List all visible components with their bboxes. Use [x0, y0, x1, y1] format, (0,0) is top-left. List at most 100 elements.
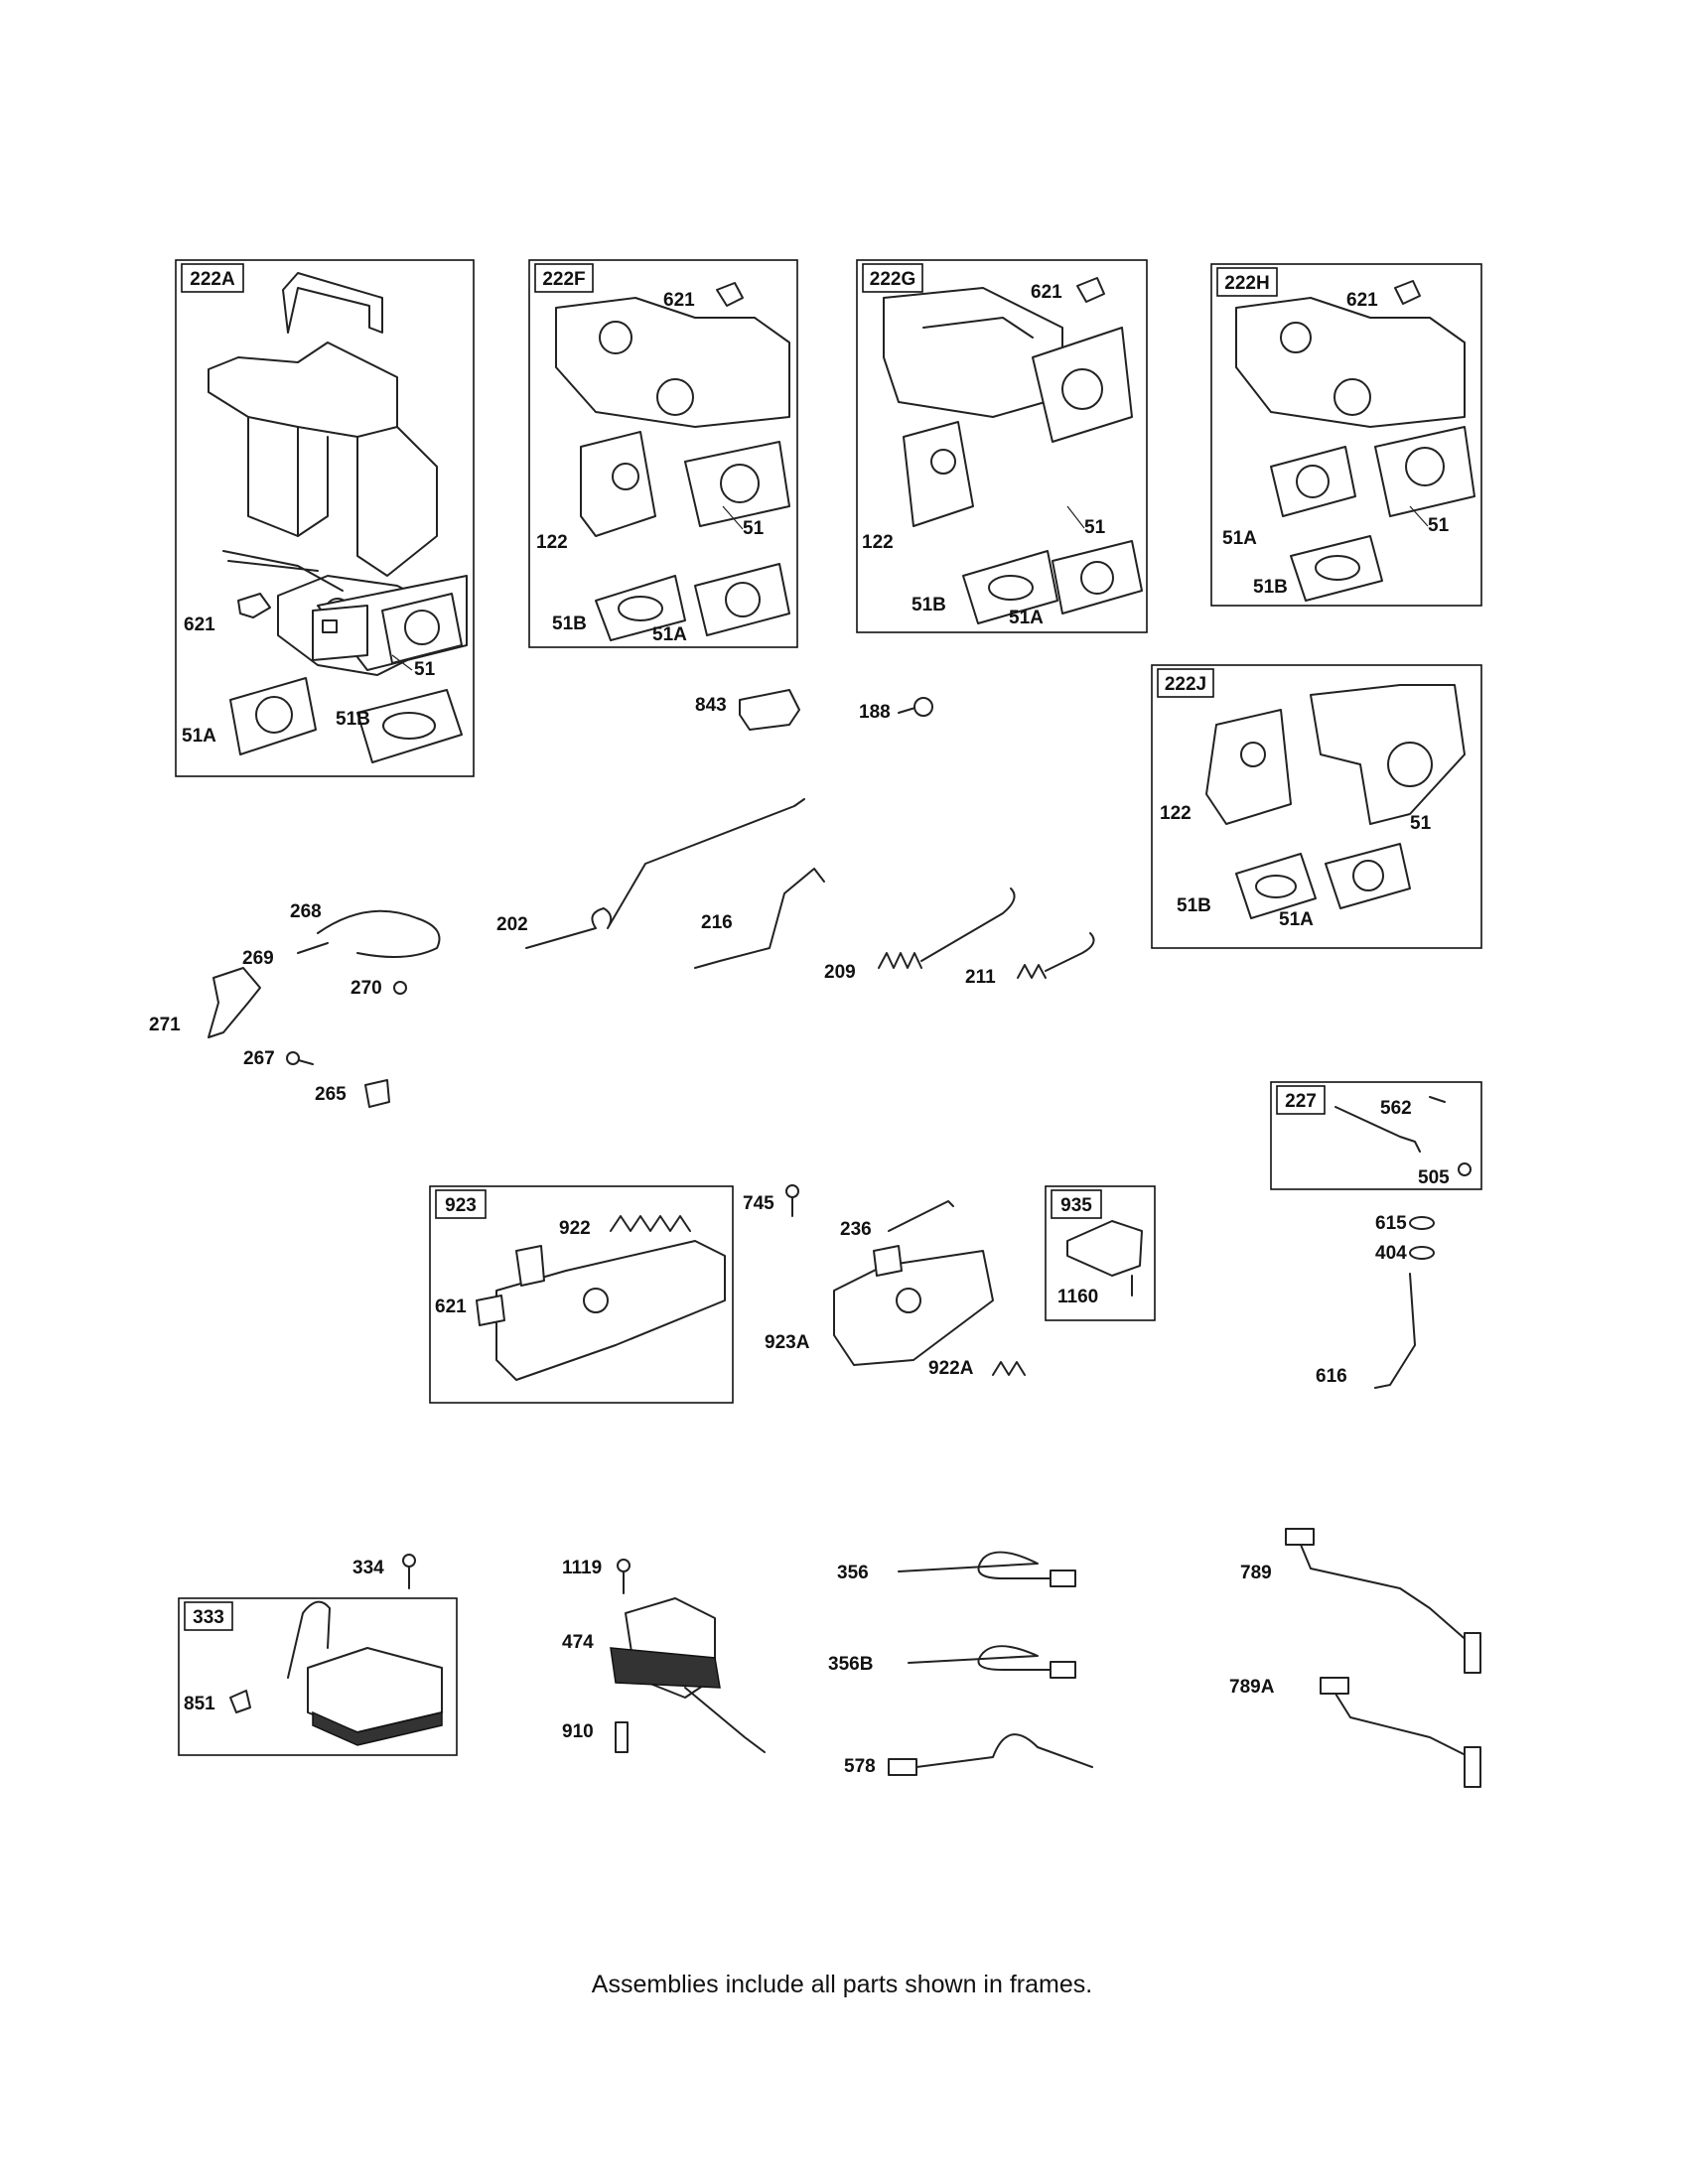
svg-text:51B: 51B: [552, 614, 587, 634]
svg-text:122: 122: [1160, 803, 1192, 824]
svg-text:268: 268: [290, 901, 322, 922]
svg-text:615: 615: [1375, 1213, 1407, 1234]
svg-text:562: 562: [1380, 1098, 1412, 1119]
svg-text:122: 122: [862, 532, 894, 553]
svg-text:474: 474: [562, 1632, 594, 1653]
svg-text:923A: 923A: [765, 1332, 810, 1353]
label-621: 621: [184, 614, 215, 635]
svg-text:578: 578: [844, 1756, 876, 1777]
footer-note: Assemblies include all parts shown in fr…: [591, 1971, 1093, 1998]
svg-text:51B: 51B: [1177, 895, 1211, 916]
part-843: 843: [695, 689, 800, 731]
frame-227: 227 562 505: [1270, 1081, 1482, 1190]
svg-text:222A: 222A: [190, 269, 235, 290]
svg-text:122: 122: [536, 532, 568, 553]
part-615: 615: [1375, 1213, 1435, 1234]
part-923A: 923A: [765, 1245, 994, 1366]
svg-text:51B: 51B: [1253, 577, 1288, 598]
svg-text:222F: 222F: [542, 269, 585, 290]
part-621-clip: [237, 593, 271, 618]
svg-text:211: 211: [965, 967, 996, 988]
screw-745: 745: [743, 1184, 799, 1217]
svg-text:789A: 789A: [1229, 1677, 1275, 1698]
svg-text:333: 333: [193, 1607, 224, 1628]
svg-text:922: 922: [559, 1218, 591, 1239]
svg-text:789: 789: [1240, 1563, 1272, 1583]
svg-text:621: 621: [663, 290, 695, 311]
svg-text:51: 51: [1084, 517, 1106, 538]
svg-text:616: 616: [1316, 1366, 1347, 1387]
svg-text:202: 202: [496, 914, 528, 935]
harness-789A: 789A: [1229, 1677, 1481, 1788]
svg-text:222H: 222H: [1224, 273, 1269, 294]
frame-222G: 222G 621 122 51 51B 51A: [856, 259, 1148, 633]
svg-text:51B: 51B: [912, 595, 946, 615]
svg-text:935: 935: [1060, 1195, 1092, 1216]
svg-text:51A: 51A: [1009, 608, 1044, 628]
svg-text:745: 745: [743, 1193, 774, 1214]
svg-text:209: 209: [824, 962, 856, 983]
svg-text:236: 236: [840, 1219, 872, 1240]
screw-1119: 1119: [562, 1558, 631, 1594]
screw-334: 334: [352, 1554, 416, 1589]
svg-text:227: 227: [1285, 1091, 1317, 1112]
svg-text:216: 216: [701, 912, 733, 933]
part-236: 236: [840, 1200, 954, 1240]
wire-356: 356: [837, 1551, 1076, 1587]
rod-202: 202: [496, 798, 805, 949]
lever-271: 271: [149, 967, 261, 1038]
rod-216: 216: [694, 868, 825, 969]
frame-333: 333 851: [178, 1597, 458, 1756]
svg-text:334: 334: [352, 1558, 384, 1578]
harness-789: 789: [1240, 1528, 1481, 1674]
svg-text:271: 271: [149, 1015, 181, 1035]
svg-text:621: 621: [1346, 290, 1378, 311]
wire-578: 578: [844, 1733, 1093, 1777]
svg-text:270: 270: [351, 978, 382, 999]
svg-text:404: 404: [1375, 1243, 1407, 1264]
control-bracket-222A: [208, 272, 468, 676]
frame-222H: 222H 621 51A 51 51B: [1210, 263, 1482, 607]
svg-text:51: 51: [1410, 813, 1432, 834]
clip-265: 265: [315, 1079, 390, 1108]
module-474: 474: [562, 1597, 766, 1753]
svg-text:51: 51: [1428, 515, 1450, 536]
spacer-910: 910: [562, 1721, 629, 1753]
label-51A: 51A: [182, 726, 216, 747]
frame-935: 935 1160: [1045, 1185, 1156, 1321]
svg-text:621: 621: [1031, 282, 1062, 303]
part-188-screw: 188: [859, 697, 933, 723]
svg-text:1160: 1160: [1057, 1287, 1098, 1307]
svg-text:851: 851: [184, 1694, 215, 1714]
svg-text:51A: 51A: [652, 624, 687, 645]
cable-268: 268: [290, 901, 441, 958]
svg-text:267: 267: [243, 1048, 275, 1069]
svg-text:843: 843: [695, 695, 727, 716]
screw-267: 267: [243, 1048, 314, 1069]
label-51B: 51B: [336, 709, 370, 730]
svg-text:51A: 51A: [1279, 909, 1314, 930]
frame-222F: 222F 621 122 51 51B 51A: [528, 259, 798, 648]
part-404: 404: [1375, 1243, 1435, 1264]
label-51: 51: [414, 659, 436, 680]
frame-923: 923 922 621: [429, 1185, 734, 1404]
svg-text:923: 923: [445, 1195, 477, 1216]
svg-text:356B: 356B: [828, 1654, 873, 1675]
svg-text:222J: 222J: [1165, 674, 1206, 695]
svg-text:51: 51: [743, 518, 765, 539]
svg-text:265: 265: [315, 1084, 347, 1105]
gasket-51A-222A: [229, 677, 317, 755]
frame-222J: 222J 122 51 51B 51A: [1151, 664, 1482, 949]
svg-text:51A: 51A: [1222, 528, 1257, 549]
svg-text:505: 505: [1418, 1167, 1450, 1188]
spring-922A: 922A: [928, 1358, 1026, 1379]
svg-text:269: 269: [242, 948, 274, 969]
part-616: 616: [1316, 1273, 1416, 1389]
svg-text:1119: 1119: [562, 1558, 602, 1578]
svg-text:621: 621: [435, 1297, 467, 1317]
spring-209: 209: [824, 887, 1016, 983]
spring-211: 211: [965, 932, 1095, 988]
wire-356B: 356B: [828, 1645, 1076, 1679]
svg-text:356: 356: [837, 1563, 869, 1583]
svg-text:922A: 922A: [928, 1358, 974, 1379]
